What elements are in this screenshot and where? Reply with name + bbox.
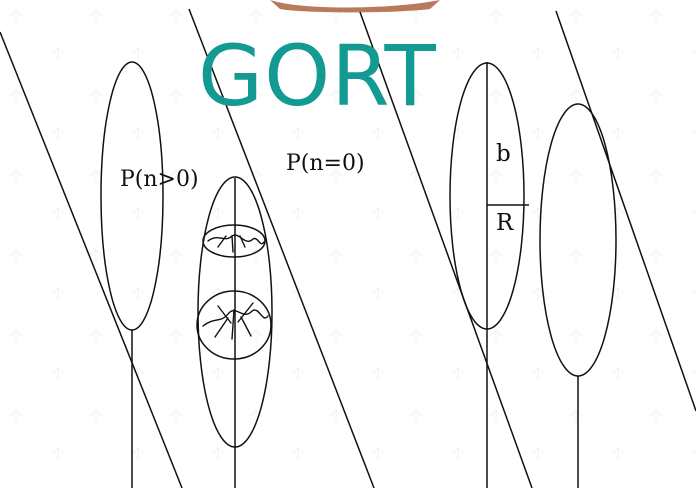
radius-label-r: R <box>496 210 513 236</box>
probability-equal-label: P(n=0) <box>286 151 365 177</box>
diagram-title: GORT <box>198 22 438 130</box>
probability-greater-label: P(n>0) <box>120 167 199 193</box>
height-label-b: b <box>496 141 511 167</box>
